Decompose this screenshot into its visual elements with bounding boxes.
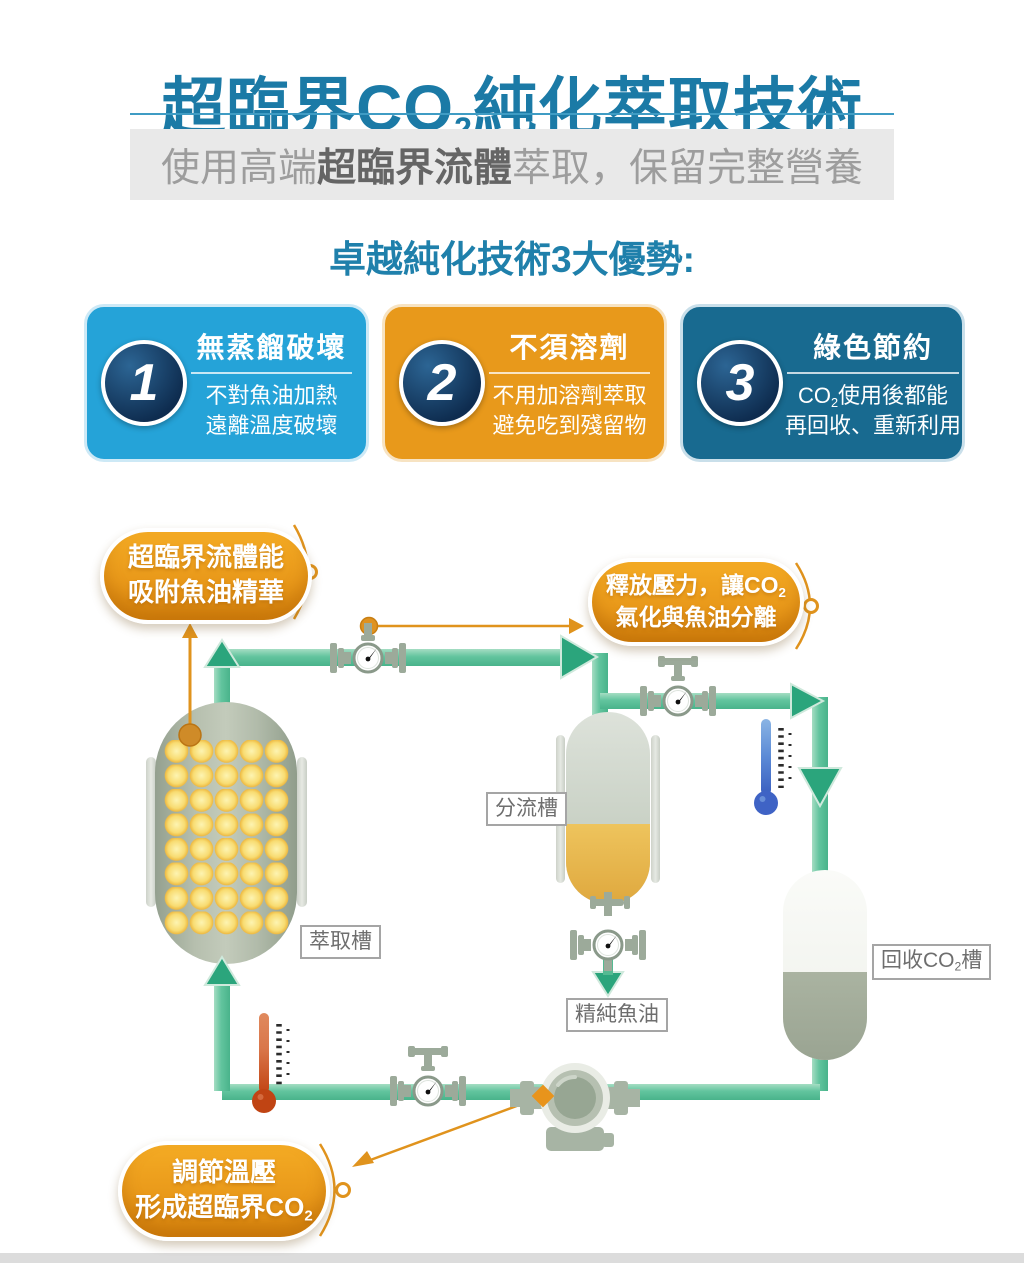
thermometer-hot-icon [252, 1013, 290, 1113]
card-divider [191, 371, 352, 374]
valve-icon [330, 623, 406, 674]
connector-arrow-right-icon [569, 618, 584, 634]
card-title: 無蒸餾破壞 [196, 331, 347, 363]
recovery-tank-label: 回收CO2槽 [872, 944, 992, 980]
callout-line-1: 釋放壓力，讓CO2 [606, 572, 786, 601]
valve-icon [390, 1046, 466, 1107]
pump-icon [510, 1063, 640, 1151]
thermometer-cold-icon [754, 719, 792, 815]
advantage-card-2: 2 不須溶劑 不用加溶劑萃取 避免吃到殘留物 [382, 304, 667, 462]
section-heading: 卓越純化技術3大優勢: [329, 239, 695, 280]
separated-oil-fill [566, 824, 650, 904]
card-line-2: 避免吃到殘留物 [492, 413, 647, 439]
pipe-segment [214, 981, 230, 1091]
co2-recovery-tank [783, 870, 867, 1060]
subtitle-light-after: 萃取，保留完整營養 [512, 146, 864, 190]
callout-line-2: 形成超臨界CO2 [135, 1192, 313, 1225]
tank-flange-right [297, 757, 307, 907]
subtitle-bold: 超臨界流體 [316, 146, 512, 190]
card-title: 綠色節約 [813, 331, 934, 363]
advantage-card-3: 3 綠色節約 CO2使用後都能 再回收、重新利用 [680, 304, 965, 462]
advantage-cards: 1 無蒸餾破壞 不對魚油加熱 遠離溫度破壞 2 不須溶劑 不用加溶劑萃取 避免吃… [84, 304, 965, 462]
callout-line-1: 超臨界流體能 [127, 542, 284, 573]
connector-arrow-icon [352, 1151, 374, 1167]
card-divider [489, 371, 650, 374]
process-flow-diagram: 萃取槽 分流槽 回收CO2槽 精純魚油 超臨界流體能 吸附魚油精華 釋放壓力，讓… [0, 495, 1024, 1263]
callout-line-1: 調節溫壓 [171, 1157, 276, 1188]
card-body: 綠色節約 CO2使用後都能 再回收、重新利用 [783, 326, 963, 441]
valve-icon [570, 892, 646, 971]
fish-oil-beads [164, 740, 289, 936]
card-body: 無蒸餾破壞 不對魚油加熱 遠離溫度破壞 [187, 326, 356, 441]
separator-bracket-right [651, 735, 660, 883]
pipe-segment [214, 661, 230, 707]
extraction-tank-label: 萃取槽 [300, 925, 381, 959]
callout-absorb-oil: 超臨界流體能 吸附魚油精華 [100, 528, 312, 624]
connector-arrow-up-icon [182, 623, 198, 638]
card-title: 不須溶劑 [509, 331, 630, 363]
callout-release-pressure: 釋放壓力，讓CO2 氣化與魚油分離 [588, 558, 804, 646]
number-badge-3: 3 [697, 340, 783, 426]
next-section-edge [0, 1253, 1024, 1263]
card-line-2: 遠離溫度破壞 [205, 413, 338, 439]
card-line-1: 不用加溶劑萃取 [492, 382, 647, 408]
separation-tank-label: 分流槽 [486, 792, 567, 826]
callout-line-2: 氣化與魚油分離 [615, 604, 777, 630]
card-line-2: 再回收、重新利用 [785, 413, 962, 439]
title-divider [130, 113, 894, 115]
flow-arrow-down-icon [591, 971, 625, 998]
callout-line-2: 吸附魚油精華 [127, 577, 284, 607]
pipe-segment [812, 697, 828, 873]
callout-adjust-temp-pressure: 調節溫壓 形成超臨界CO2 [118, 1141, 330, 1241]
recovered-co2-fill [783, 972, 867, 1060]
number-badge-1: 1 [101, 340, 187, 426]
pure-fish-oil-label: 精純魚油 [566, 998, 668, 1032]
advantage-card-1: 1 無蒸餾破壞 不對魚油加熱 遠離溫度破壞 [84, 304, 369, 462]
pipe-segment [812, 1051, 828, 1091]
separation-tank [566, 712, 650, 904]
extraction-tank [155, 702, 297, 964]
card-line-1: 不對魚油加熱 [205, 382, 338, 408]
tank-flange-left [146, 757, 156, 907]
valve-icon [640, 656, 716, 717]
card-body: 不須溶劑 不用加溶劑萃取 避免吃到殘留物 [485, 326, 654, 441]
card-divider [787, 371, 960, 374]
subtitle-banner: 使用高端超臨界流體萃取，保留完整營養 [130, 129, 894, 200]
card-line-1: CO2使用後都能 [797, 382, 949, 410]
number-badge-2: 2 [399, 340, 485, 426]
arc-ring-icon [335, 1182, 351, 1198]
subtitle-light: 使用高端 [160, 146, 317, 190]
arc-ring-icon [803, 598, 819, 614]
